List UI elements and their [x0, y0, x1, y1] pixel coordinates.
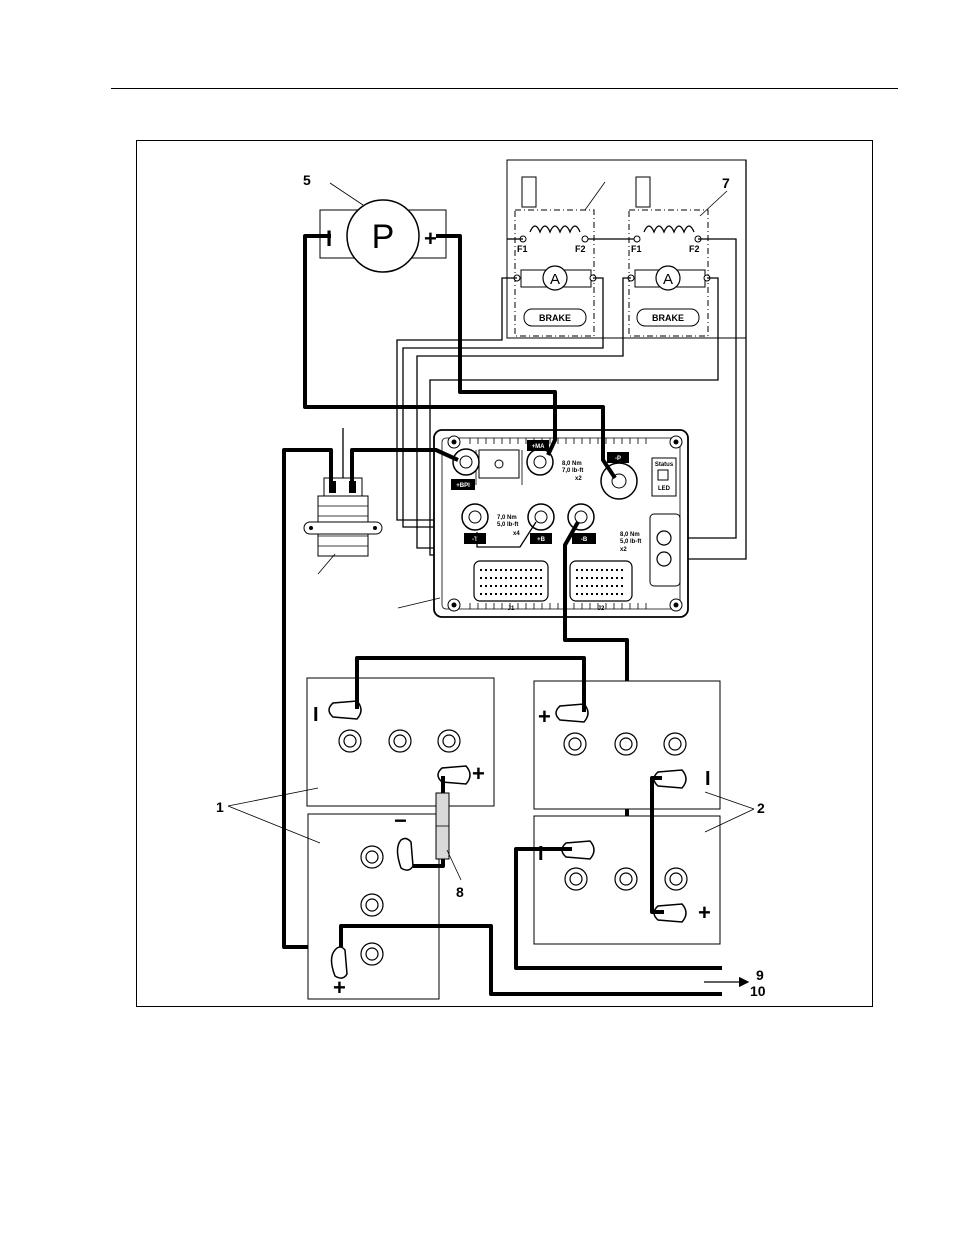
- battery-icon: I + + I I + − +: [307, 678, 720, 1000]
- sign-pos-b4: +: [698, 900, 711, 925]
- pump-symbol: P: [372, 218, 395, 256]
- terminal-t: -T: [462, 504, 488, 544]
- svg-text:x4: x4: [513, 531, 520, 537]
- field-f1-right: F1: [631, 244, 642, 254]
- svg-text:+BPI: +BPI: [456, 483, 470, 489]
- svg-text:x2: x2: [620, 547, 627, 553]
- pump-pos-sign: +: [424, 226, 437, 251]
- brake-right: BRAKE: [652, 313, 684, 323]
- field-f2-right: F2: [689, 244, 700, 254]
- svg-text:8,0 Nm: 8,0 Nm: [620, 532, 640, 538]
- leader-7a: [585, 182, 605, 210]
- svg-text:7,0 lb-ft: 7,0 lb-ft: [562, 468, 583, 474]
- brake-left: BRAKE: [539, 313, 571, 323]
- terminal-b-neg: -B: [568, 504, 596, 544]
- leader-1a: [228, 788, 318, 806]
- field-f2-left: F2: [575, 244, 586, 254]
- svg-text:-P: -P: [615, 456, 621, 462]
- pump-neg-sign: I: [326, 226, 332, 251]
- callout-5: 5: [303, 172, 311, 188]
- svg-text:LED: LED: [658, 486, 671, 492]
- traction-motor-icon: F1 F2 A BRAKE F1 F2 A BRAKE: [507, 160, 746, 338]
- svg-text:+B: +B: [537, 537, 546, 543]
- sign-neg-b1: I: [313, 704, 319, 726]
- svg-text:7,0 Nm: 7,0 Nm: [497, 515, 517, 521]
- callout-9: 9: [756, 967, 764, 983]
- armature-right: A: [663, 271, 673, 288]
- leader-7b: [700, 191, 727, 216]
- callout-8: 8: [456, 884, 464, 900]
- wire-pump-pos: [436, 236, 555, 455]
- callout-10: 10: [750, 983, 766, 999]
- sign-neg-b4: I: [538, 843, 544, 865]
- sign-pos-b3: +: [538, 704, 551, 729]
- svg-text:8,0 Nm: 8,0 Nm: [562, 461, 582, 467]
- svg-text:5,0 lb-ft: 5,0 lb-ft: [497, 522, 518, 528]
- svg-text:J1: J1: [508, 606, 515, 612]
- svg-text:-B: -B: [581, 537, 588, 543]
- contactor-icon: [304, 428, 382, 556]
- svg-text:+MA: +MA: [532, 444, 546, 450]
- svg-text:x2: x2: [575, 476, 582, 482]
- callout-1: 1: [216, 799, 224, 815]
- callout-7: 7: [722, 175, 730, 191]
- callout-2: 2: [757, 800, 765, 816]
- armature-left: A: [550, 271, 560, 288]
- sign-minus-b2: −: [394, 808, 407, 833]
- leader-1b: [228, 806, 320, 843]
- sign-neg-b3: I: [705, 768, 711, 790]
- svg-text:5,0 lb-ft: 5,0 lb-ft: [620, 539, 641, 545]
- terminal-bpi: +BPI: [451, 449, 479, 490]
- pump-motor-icon: P I +: [320, 200, 446, 272]
- svg-text:J2: J2: [598, 606, 605, 612]
- leader-5: [330, 183, 363, 205]
- sign-pos-b2: +: [333, 975, 346, 1000]
- svg-text:Status: Status: [655, 462, 674, 468]
- field-f1-left: F1: [517, 244, 528, 254]
- sign-pos-b1: +: [472, 761, 485, 786]
- controller-icon: +BPI +MA -P -T +B -B 8,0 Nm 7,0: [434, 430, 688, 617]
- terminal-b-pos: +B: [528, 504, 554, 544]
